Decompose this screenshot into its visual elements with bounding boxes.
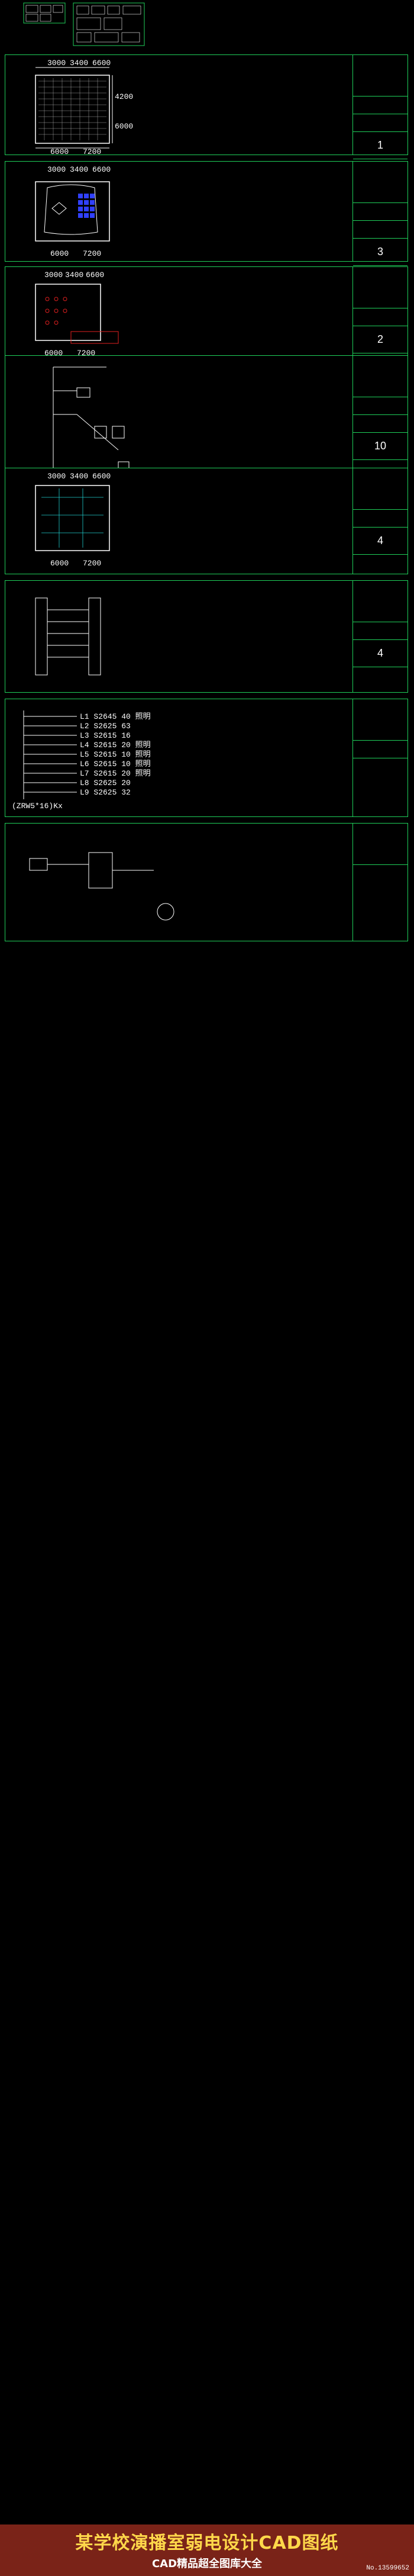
title-block: 1 (352, 55, 407, 159)
title-block: 4 (352, 468, 407, 574)
sheet-ceiling-plan: 1 3000 3400 6600 4200 6000 6000 7200 (0, 54, 414, 159)
title-banner (0, 2524, 414, 2576)
dim-bottom-1: 6000 (50, 249, 69, 258)
dim-top-1: 3000 (47, 472, 66, 481)
dim-top-3: 6600 (92, 59, 111, 67)
dim-top-2: 3400 (65, 271, 83, 279)
circuit-label: L5 S2615 10 照明 (80, 750, 151, 759)
title-block: 3 (352, 162, 407, 266)
dim-top-3: 6600 (92, 472, 111, 481)
dim-top-3: 6600 (92, 165, 111, 174)
title-block (352, 824, 407, 941)
circuit-label: L6 S2615 10 照明 (80, 760, 151, 768)
thumbnail-svg (23, 2, 145, 46)
dim-bottom-2: 7200 (83, 559, 101, 568)
thumb-2 (73, 2, 145, 46)
sheet-seating-plan: 3 3000 3400 6600 6000 7200 (0, 161, 414, 266)
ceiling-plan-drawing: 3000 3400 6600 4200 6000 6000 7200 (35, 59, 133, 155)
circuit-label: L1 S2645 40 照明 (80, 712, 151, 721)
circuit-label: L8 S2625 20 (80, 779, 131, 787)
cable-runs (41, 488, 104, 548)
title-block (352, 699, 407, 816)
dim-top-2: 3400 (70, 165, 88, 174)
room-outline (35, 181, 110, 242)
page-number: 10 (353, 433, 407, 460)
title-block: 4 (352, 581, 407, 692)
dim-right-1: 4200 (115, 92, 133, 101)
room-outline (35, 284, 101, 341)
title-block: 2 (352, 267, 407, 361)
drawing-frame (5, 699, 408, 817)
thumb-1 (23, 2, 66, 24)
banner-subtitle: CAD精品超全图库大全 (151, 2558, 263, 2570)
banner-title: 某学校演播室弱电设计CAD图纸 (75, 2533, 339, 2554)
seating-block (78, 194, 95, 218)
banner-number: No.13599652 (366, 2565, 409, 2572)
drawing-frame (5, 823, 408, 941)
system-diagram-drawing (53, 366, 130, 474)
stage-curve (44, 184, 98, 235)
dim-top-1: 3000 (44, 271, 63, 279)
page-number: 4 (353, 528, 407, 555)
dim-bottom-2: 7200 (83, 147, 101, 155)
main-cable-label: (ZRW5*16)Kx (12, 802, 63, 811)
circuit-label: L4 S2615 20 照明 (80, 741, 151, 750)
room-outline (35, 75, 110, 144)
video-signal-lines (29, 852, 174, 921)
video-system-drawing (29, 852, 174, 921)
drawing-frame: 4 (5, 580, 408, 693)
dim-top-2: 3400 (70, 59, 88, 67)
circuit-label: L2 S2625 63 (80, 722, 131, 731)
sheet-audio-matrix: 4 (0, 580, 414, 693)
camera-symbol (51, 202, 67, 215)
title-block-header (353, 55, 407, 97)
ceiling-grid (38, 78, 106, 140)
dim-top-2: 3400 (70, 472, 88, 481)
sheet-video-system (0, 823, 414, 941)
dim-top-3: 6600 (86, 271, 104, 279)
matrix-blocks (35, 597, 101, 676)
equipment-plan-drawing: 3000 3400 6600 6000 7200 (35, 271, 119, 358)
dim-right-2: 6000 (115, 122, 133, 131)
dim-bottom-2: 7200 (83, 249, 101, 258)
circuit-label: L9 S2625 32 (80, 788, 131, 797)
dim-top-1: 3000 (47, 59, 66, 67)
page-number: 3 (353, 239, 407, 266)
wiring-plan-drawing: 3000 3400 6600 6000 7200 (35, 472, 111, 568)
page-number: 4 (353, 640, 407, 667)
circuit-label: L3 S2615 16 (80, 731, 131, 740)
signal-lines (53, 366, 130, 474)
equipment-symbols (45, 297, 67, 325)
dim-top-1: 3000 (47, 165, 66, 174)
audio-matrix-drawing (35, 597, 101, 676)
sheet-wiring-plan: 4 3000 3400 6600 6000 7200 (0, 468, 414, 574)
page-number: 2 (353, 326, 407, 353)
dim-bottom-1: 6000 (50, 559, 69, 568)
seating-plan-drawing: 3000 3400 6600 6000 7200 (35, 165, 111, 258)
drawing-frame: 1 (5, 54, 408, 159)
title-block: 10 (352, 356, 407, 497)
room-outline (35, 485, 110, 551)
thumbnail-strip (0, 0, 414, 49)
sheet-equipment-plan: 2 3000 3400 6600 6000 7200 (0, 266, 414, 361)
drawing-frame: 3 (5, 161, 408, 266)
page-number: 1 (353, 132, 407, 159)
legend-table (70, 331, 119, 344)
circuit-label: L7 S2615 20 照明 (80, 769, 151, 778)
dim-bottom-1: 6000 (50, 147, 69, 155)
drawing-frame: 4 (5, 468, 408, 574)
